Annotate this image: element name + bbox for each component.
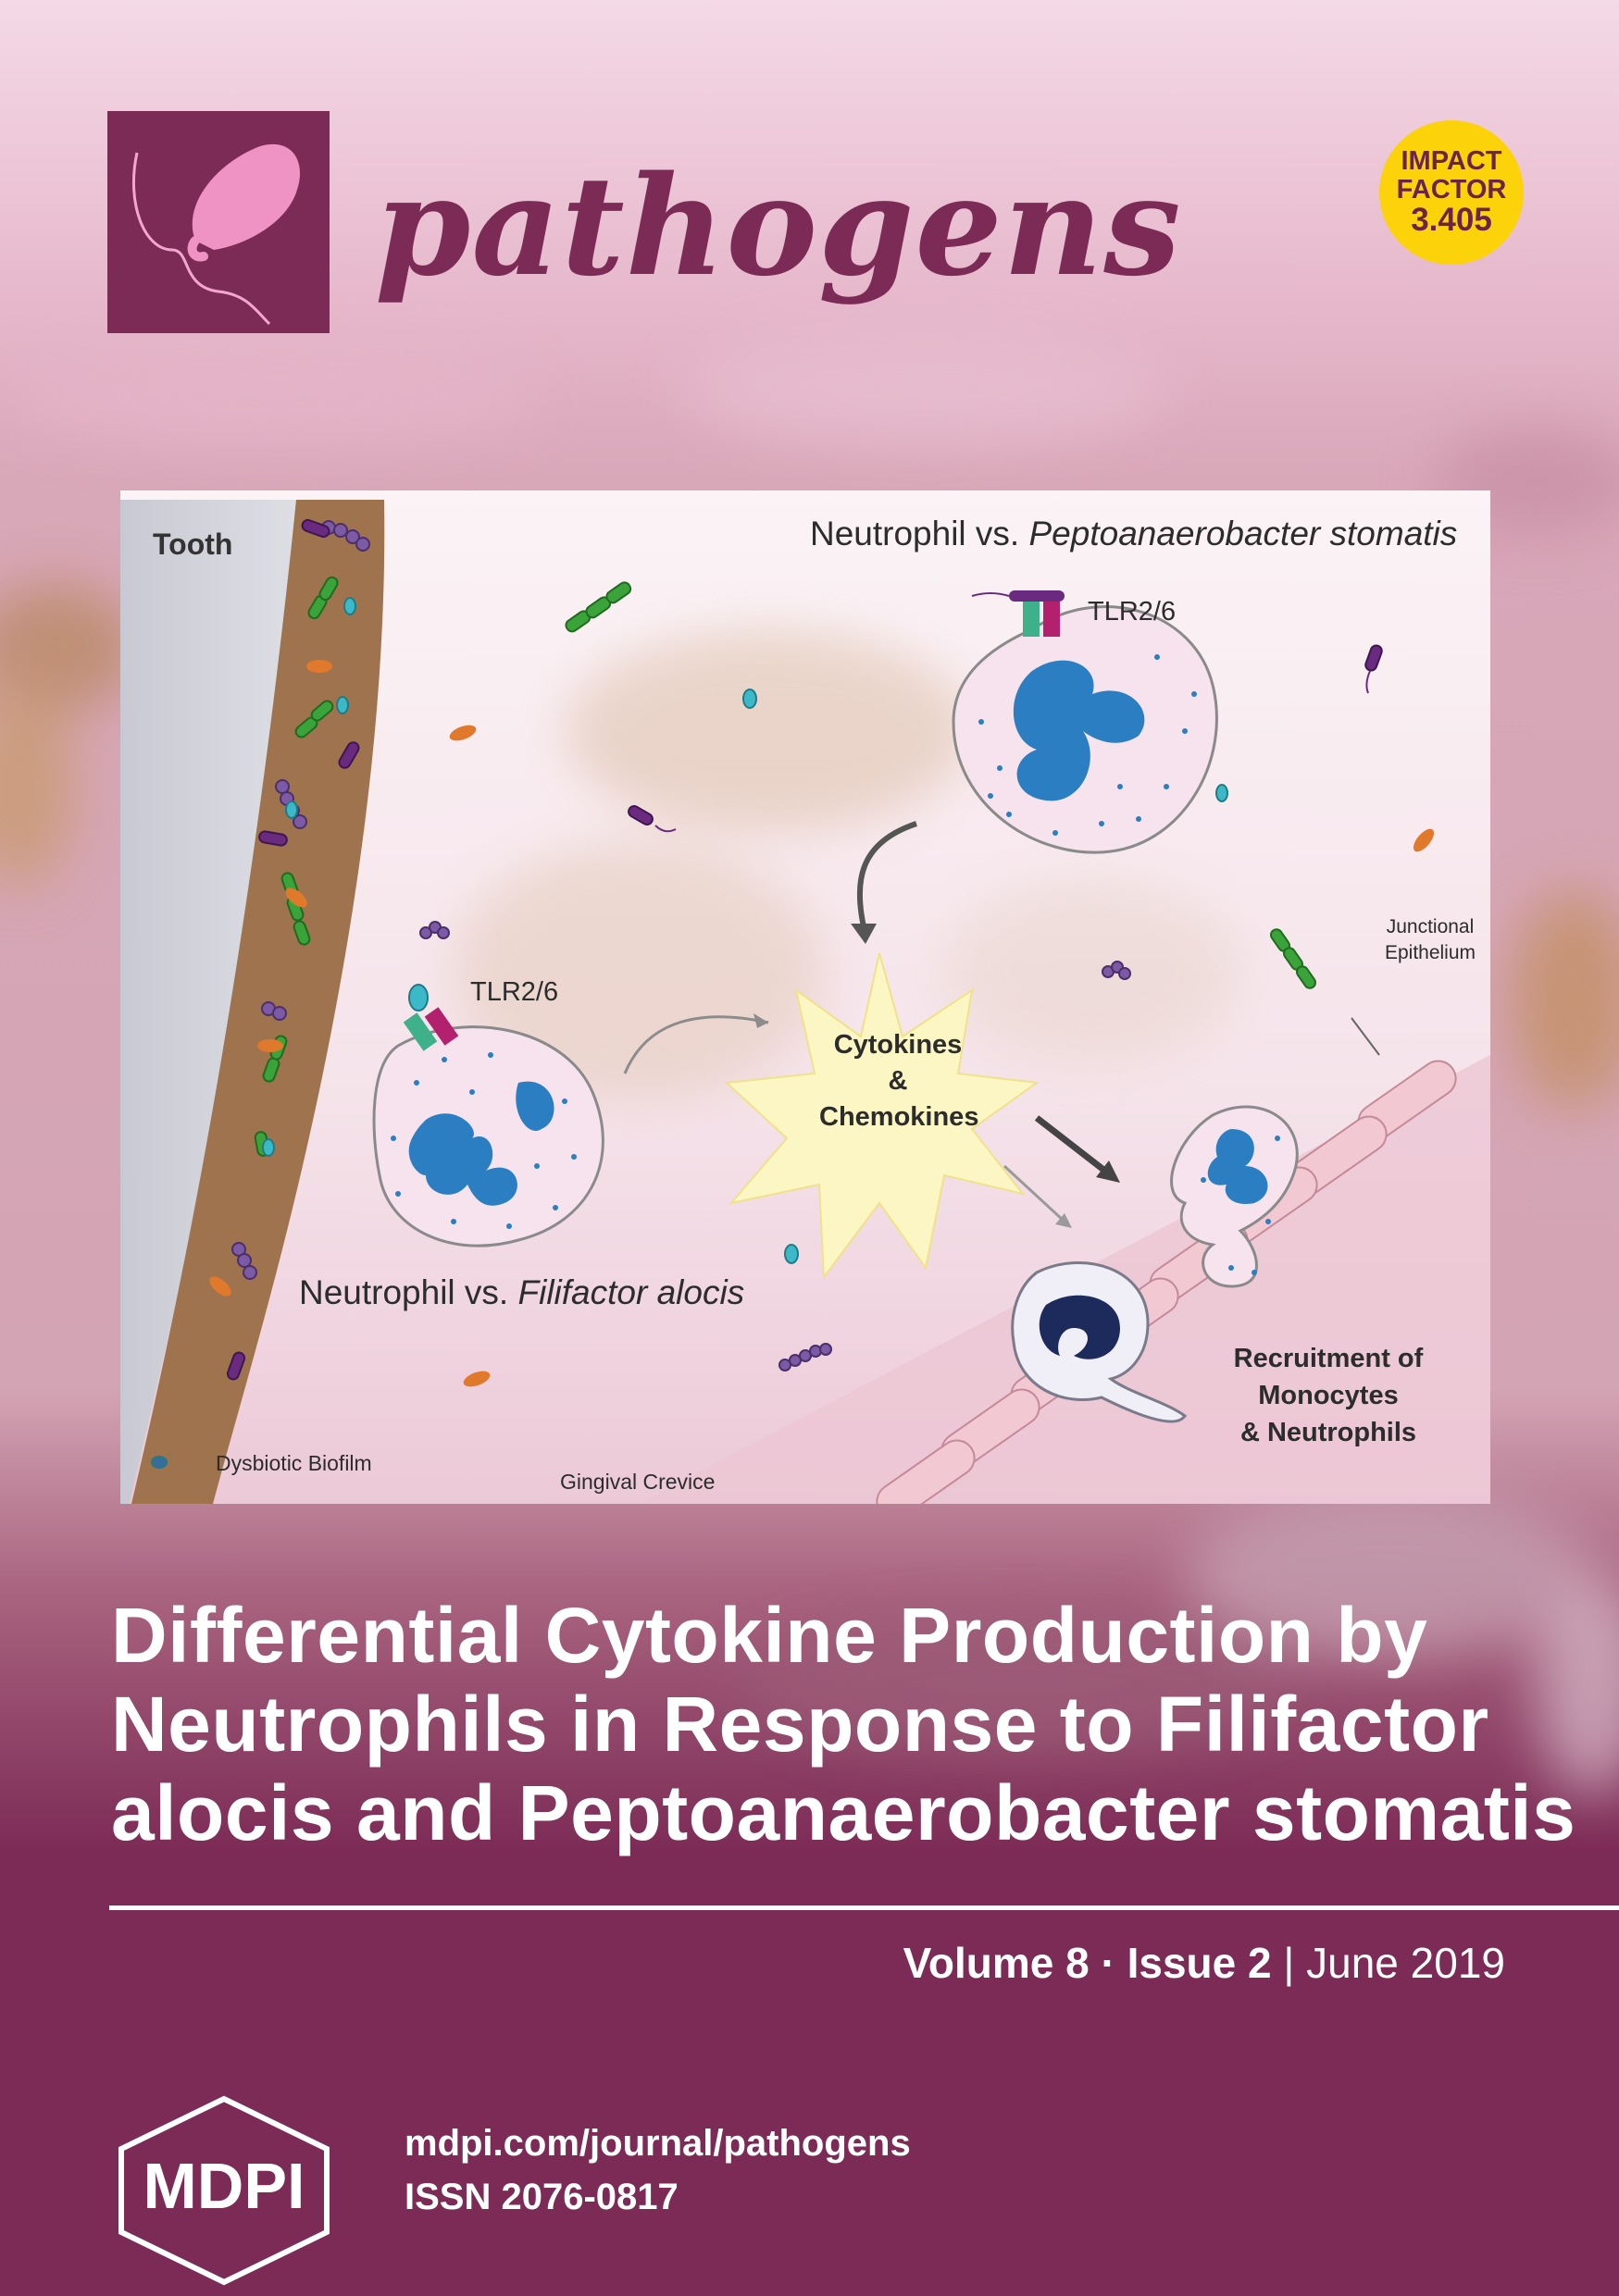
- label-junctional-epithelium: Junctional Epithelium: [1370, 914, 1490, 967]
- article-title-line3: alocis and Peptoanaerobacter stomatis: [111, 1769, 1576, 1856]
- biofilm-band: [131, 500, 385, 1504]
- monocyte: [1011, 1260, 1188, 1423]
- cover-illustration: Tooth Neutrophil vs. Peptoanaerobacter s…: [120, 490, 1490, 1504]
- impact-label-line2: FACTOR: [1396, 174, 1507, 205]
- issn: ISSN 2076-0817: [405, 2176, 679, 2217]
- neutrophil-left: [372, 984, 604, 1247]
- issue-separator: ·: [1089, 1939, 1127, 1987]
- title-divider: [109, 1905, 1619, 1910]
- impact-factor-value: 3.405: [1411, 202, 1492, 239]
- journal-url: mdpi.com/journal/pathogens: [405, 2123, 911, 2164]
- label-tlr-left: TLR2/6: [470, 977, 559, 1007]
- label-dysbiotic-biofilm: Dysbiotic Biofilm: [216, 1451, 372, 1475]
- neutrophil-transmigrating: [1170, 1105, 1299, 1288]
- impact-label-line1: IMPACT: [1401, 146, 1502, 177]
- label-tooth: Tooth: [153, 527, 233, 561]
- journal-title: pathogens: [375, 145, 1182, 306]
- issue-divider: |: [1271, 1939, 1307, 1987]
- biofilm-bacteria: [151, 518, 370, 1469]
- label-cytokines-line3: Chemokines: [819, 1102, 979, 1133]
- label-recruitment-line2: Monocytes: [1258, 1381, 1399, 1411]
- issue-date: June 2019: [1306, 1939, 1505, 1987]
- bacterium-icon: [132, 143, 301, 326]
- label-tlr-top: TLR2/6: [1088, 597, 1177, 627]
- label-junctional-line2: Epithelium: [1384, 942, 1476, 964]
- volume-label: Volume 8: [903, 1939, 1090, 1987]
- label-cytokines-line2: &: [888, 1066, 908, 1097]
- journal-logo: [107, 111, 330, 333]
- floating-bacteria: [419, 581, 1435, 1387]
- label-left-title-species: Filifactor alocis: [517, 1273, 745, 1311]
- cytokine-starburst: [724, 952, 1040, 1280]
- illustration-artwork: [120, 490, 1490, 1504]
- label-cytokines: Cytokines & Chemokines: [819, 1027, 979, 1136]
- mdpi-logo-text: MDPI: [143, 2150, 305, 2222]
- issue-info: Volume 8 · Issue 2 | June 2019: [903, 1942, 1505, 1984]
- label-left-title-prefix: Neutrophil vs.: [299, 1273, 518, 1311]
- label-left-title: Neutrophil vs. Filifactor alocis: [299, 1275, 744, 1309]
- label-gingival-crevice: Gingival Crevice: [560, 1470, 716, 1494]
- label-cytokines-line1: Cytokines: [833, 1030, 963, 1060]
- publisher-info: mdpi.com/journal/pathogens ISSN 2076-081…: [405, 2117, 911, 2224]
- label-top-title-species: Peptoanaerobacter stomatis: [1028, 515, 1458, 552]
- article-title-line1: Differential Cytokine Production by: [111, 1592, 1428, 1679]
- label-recruitment: Recruitment of Monocytes & Neutrophils: [1203, 1340, 1453, 1451]
- impact-factor-badge: IMPACT FACTOR 3.405: [1379, 120, 1524, 265]
- article-title-line2: Neutrophils in Response to Filifactor: [111, 1680, 1489, 1768]
- mdpi-logo: MDPI: [118, 2095, 330, 2286]
- label-recruitment-line3: & Neutrophils: [1239, 1418, 1417, 1448]
- issue-label: Issue 2: [1127, 1939, 1272, 1987]
- label-top-title: Neutrophil vs. Peptoanaerobacter stomati…: [810, 516, 1457, 551]
- neutrophil-top: [952, 590, 1218, 854]
- label-junctional-line1: Junctional: [1386, 916, 1475, 937]
- label-recruitment-line1: Recruitment of: [1233, 1344, 1424, 1373]
- label-top-title-prefix: Neutrophil vs.: [810, 515, 1029, 552]
- article-title: Differential Cytokine Production by Neut…: [111, 1592, 1576, 1857]
